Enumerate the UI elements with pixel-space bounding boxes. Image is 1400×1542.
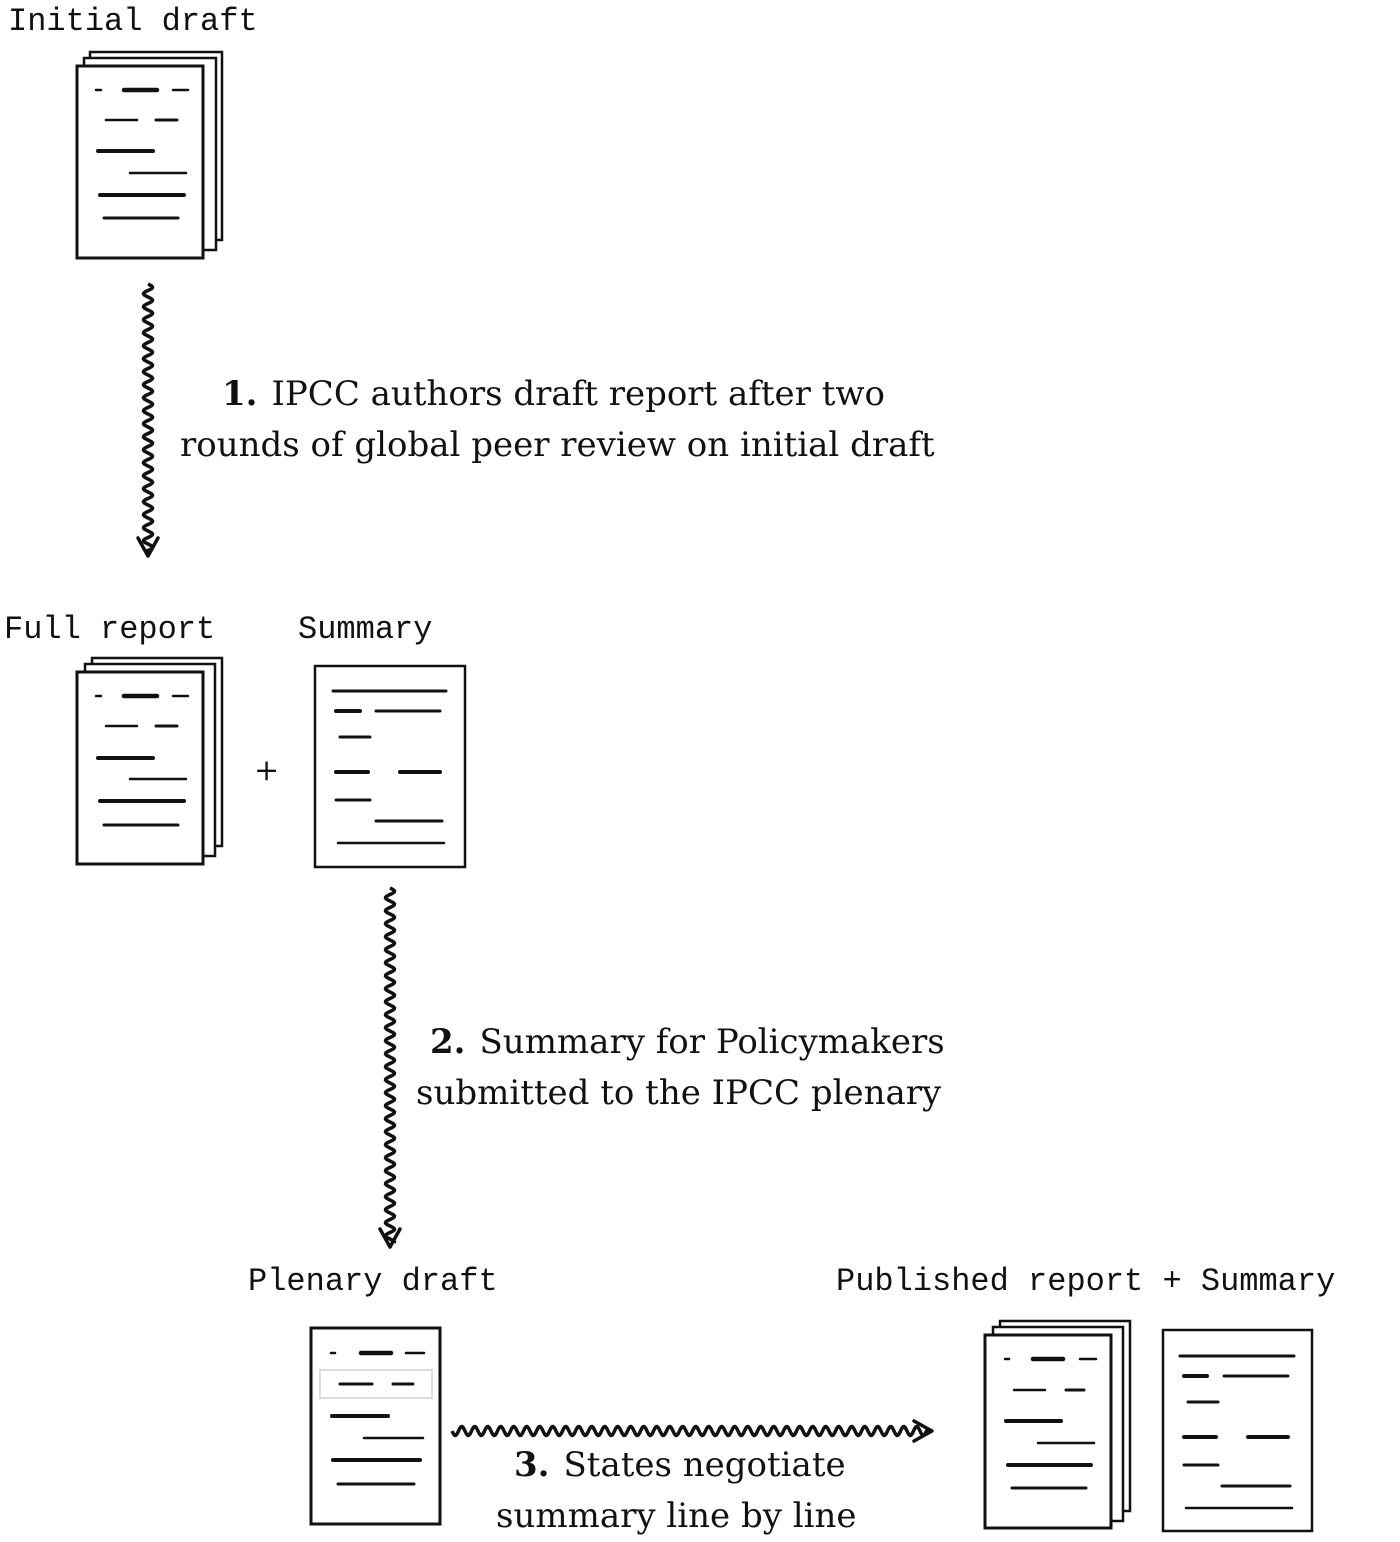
summary-document <box>313 664 467 869</box>
step-1-number: 1. <box>222 374 258 414</box>
step-3-number: 3. <box>514 1445 550 1485</box>
step-1-arrow <box>136 282 160 558</box>
step-3-line1: 3. States negotiate <box>514 1445 846 1485</box>
summary-label: Summary <box>298 611 432 648</box>
step-2-line2: submitted to the IPCC plenary <box>416 1073 942 1113</box>
full-report-document-stack <box>75 656 224 866</box>
step-1-line2: rounds of global peer review on initial … <box>180 425 935 465</box>
step-3-text: States negotiate <box>564 1445 846 1485</box>
step-1-text: IPCC authors draft report after two <box>272 374 885 414</box>
published-summary-document <box>1161 1328 1314 1533</box>
step-2-line1: 2. Summary for Policymakers <box>430 1022 945 1062</box>
step-2-arrow <box>378 886 402 1249</box>
step-2-text: Summary for Policymakers <box>480 1022 945 1062</box>
plus-sign: + <box>254 753 279 788</box>
published-report-document-stack <box>983 1319 1132 1530</box>
plenary-draft-document <box>309 1326 442 1526</box>
step-2-number: 2. <box>430 1022 466 1062</box>
step-1-line1: 1. IPCC authors draft report after two <box>222 374 885 414</box>
full-report-label: Full report <box>4 611 215 648</box>
initial-draft-label: Initial draft <box>8 3 258 40</box>
initial-draft-document-stack <box>75 50 224 260</box>
published-label: Published report + Summary <box>836 1263 1335 1300</box>
step-3-line2: summary line by line <box>496 1496 857 1536</box>
step-3-arrow <box>450 1419 934 1443</box>
plenary-draft-label: Plenary draft <box>248 1263 498 1300</box>
